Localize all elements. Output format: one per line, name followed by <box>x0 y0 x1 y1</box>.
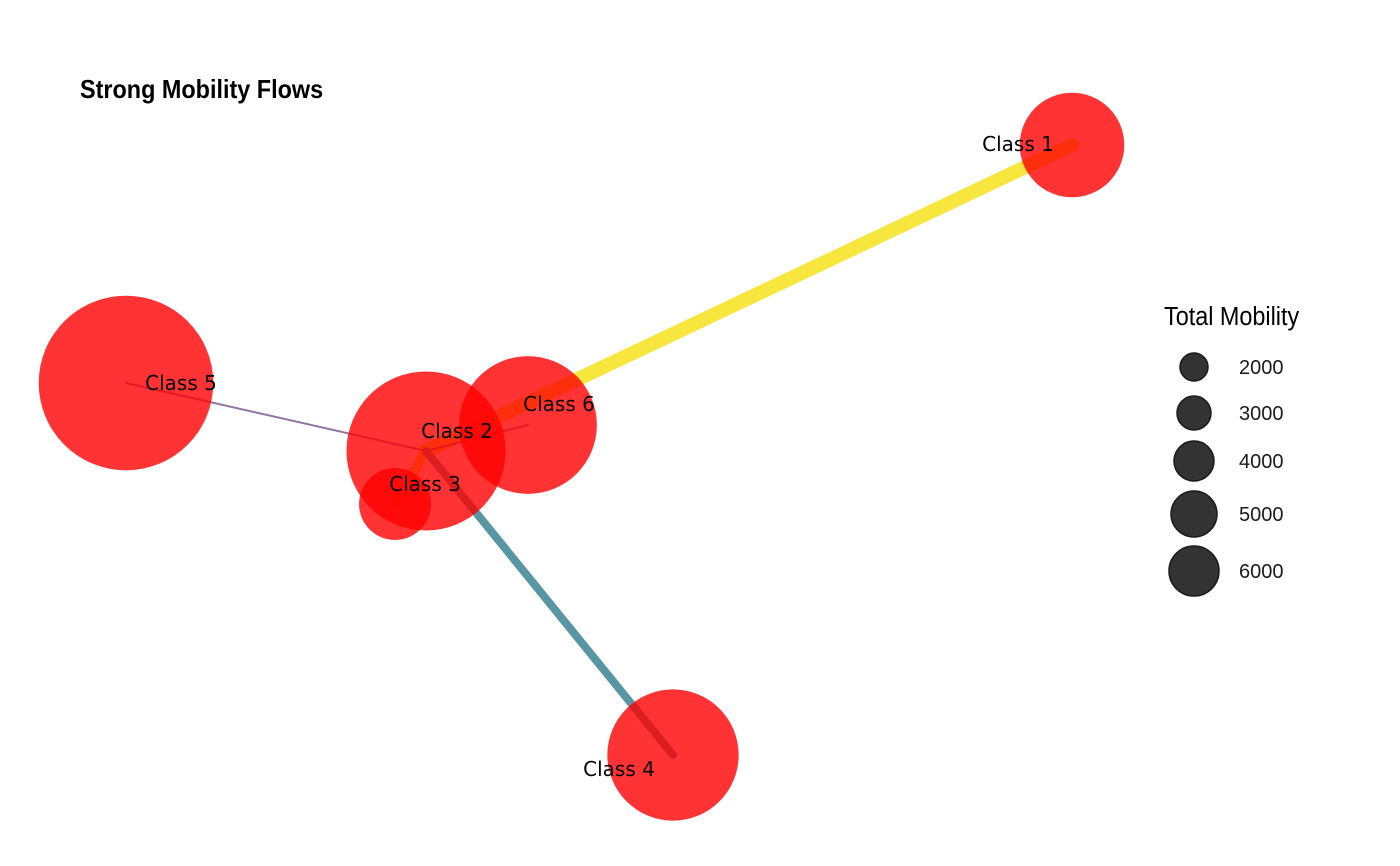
node-class6 <box>459 356 597 494</box>
legend-swatch-3000 <box>1176 395 1212 431</box>
legend-label-4000: 4000 <box>1239 451 1284 473</box>
legend-swatch-4000 <box>1173 440 1215 482</box>
chart-title: Strong Mobility Flows <box>80 74 324 104</box>
legend-swatch-6000 <box>1168 545 1220 597</box>
edge-layer <box>125 138 1079 759</box>
node-class4 <box>607 689 739 821</box>
legend-label-3000: 3000 <box>1239 403 1284 425</box>
node-class5 <box>38 295 214 471</box>
size-legend: Total Mobility 2000 3000 4000 5000 6000 <box>1164 303 1300 597</box>
node-label-class6: Class 6 <box>523 392 595 416</box>
node-class1 <box>1019 92 1125 198</box>
node-class3 <box>359 468 431 540</box>
node-layer <box>38 92 1125 821</box>
legend-swatch-2000 <box>1179 352 1209 382</box>
node-label-class4: Class 4 <box>583 757 655 781</box>
legend-swatch-5000 <box>1170 490 1218 538</box>
node-label-class1: Class 1 <box>982 132 1054 156</box>
legend-label-6000: 6000 <box>1239 561 1284 583</box>
legend-label-2000: 2000 <box>1239 357 1284 379</box>
legend-label-5000: 5000 <box>1239 504 1284 526</box>
label-layer: Class 1 Class 2 Class 3 Class 4 Class 5 Class… <box>145 132 1054 781</box>
node-label-class5: Class 5 <box>145 371 217 395</box>
node-label-class3: Class 3 <box>389 472 461 496</box>
node-label-class2: Class 2 <box>421 419 493 443</box>
legend-title: Total Mobility <box>1164 303 1300 331</box>
